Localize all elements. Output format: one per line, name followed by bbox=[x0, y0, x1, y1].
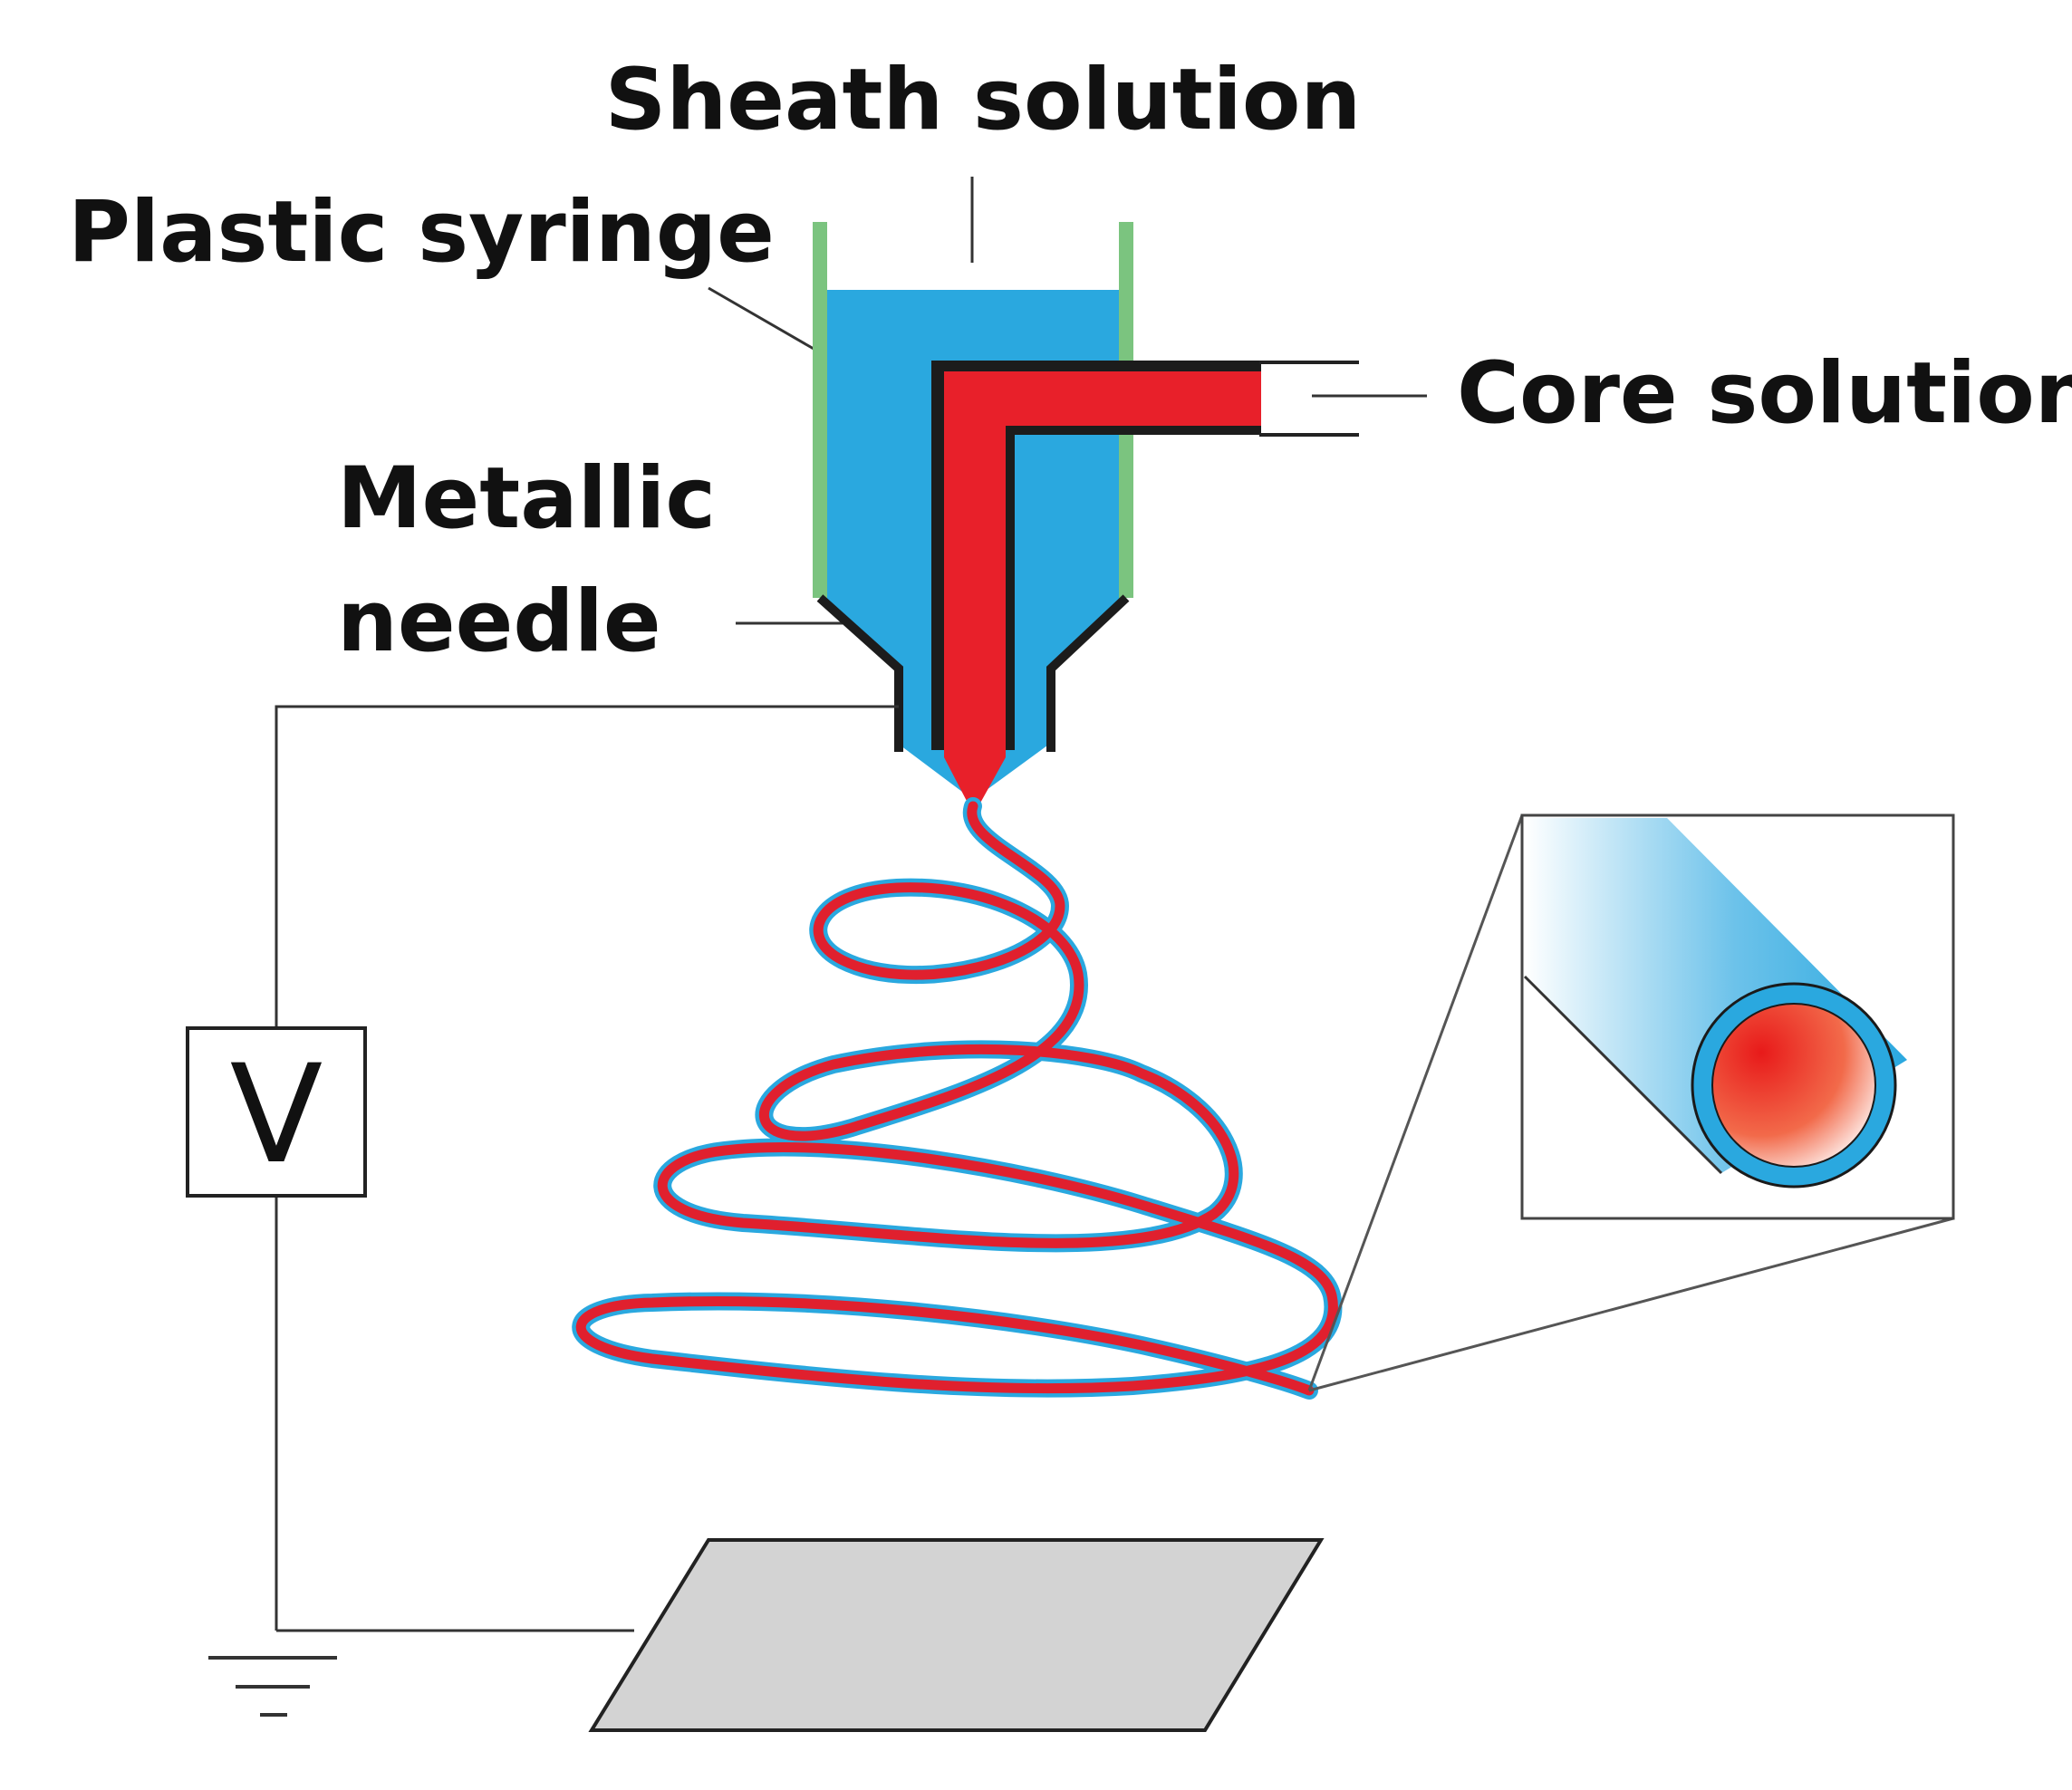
fiber-cross-section-inset bbox=[1520, 813, 1955, 1220]
zoom-callout-lines bbox=[1307, 814, 1954, 1392]
voltage-source-label: V bbox=[230, 1036, 323, 1194]
voltage-source: V bbox=[186, 1026, 367, 1198]
circuit-wiring bbox=[275, 705, 899, 1632]
ground-symbol bbox=[208, 1656, 337, 1717]
leader-lines bbox=[708, 177, 1427, 625]
sheath-solution-label: Sheath solution bbox=[605, 51, 1362, 149]
plastic-syringe-leader bbox=[708, 286, 814, 351]
metallic-needle-label-line1: Metallic bbox=[337, 449, 716, 548]
core-solution-fill bbox=[944, 371, 1261, 806]
fiber-jet-core bbox=[575, 801, 1338, 1396]
fiber-core-disc bbox=[1711, 1003, 1876, 1168]
needle-to-source-wire bbox=[275, 705, 899, 1028]
collector-plate bbox=[588, 1538, 1325, 1732]
metallic-needle bbox=[816, 594, 1130, 752]
core-solution-label: Core solution bbox=[1457, 344, 2072, 443]
core-tube-outline bbox=[931, 361, 1261, 750]
fiber-jet bbox=[572, 797, 1343, 1400]
plastic-syringe-label: Plastic syringe bbox=[68, 183, 775, 282]
metallic-needle-label-line2: needle bbox=[337, 573, 661, 671]
voltage-source-box bbox=[186, 1026, 367, 1198]
core-inlet-pipe bbox=[1259, 361, 1359, 437]
fiber-tube-edge bbox=[1523, 975, 1723, 1175]
spinneret bbox=[813, 222, 1359, 806]
